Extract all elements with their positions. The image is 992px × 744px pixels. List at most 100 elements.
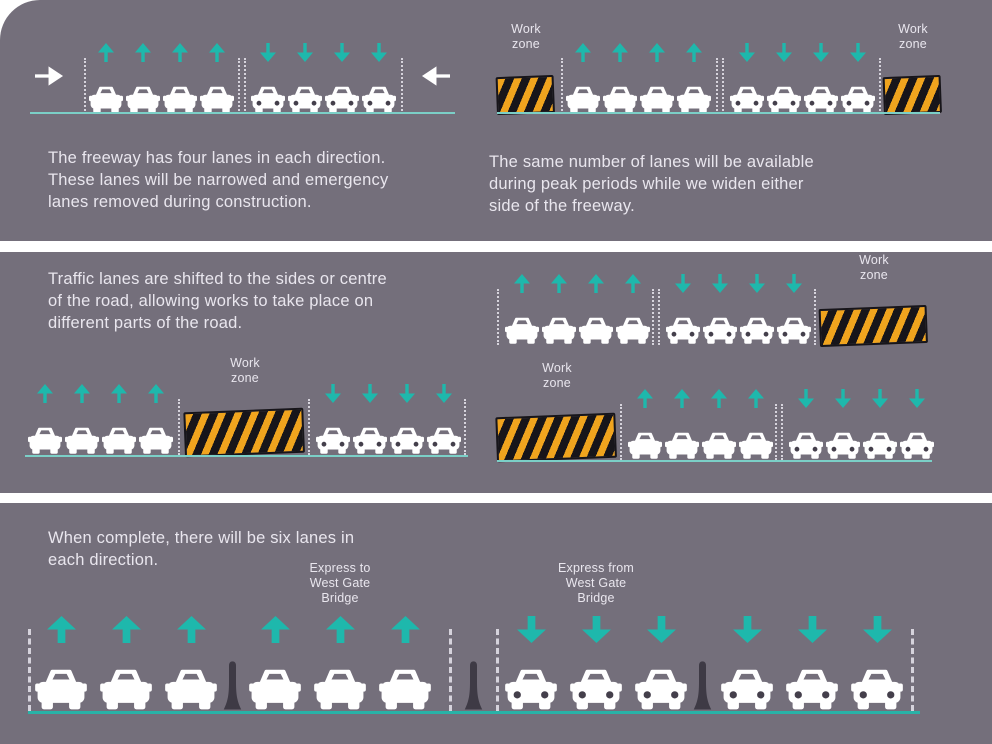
lane-divider-dashed xyxy=(911,629,914,711)
up-arrow-icon xyxy=(35,616,87,643)
down-arrow-icon xyxy=(427,384,461,403)
car-icon xyxy=(139,427,173,455)
lane-direction-arrows xyxy=(89,43,234,62)
lane-group-facing xyxy=(666,274,811,345)
up-arrow-icon xyxy=(566,43,600,62)
median-barrier-icon xyxy=(222,659,243,711)
car-icon xyxy=(28,427,62,455)
down-arrow-icon xyxy=(570,616,622,643)
direction-arrow-left-icon xyxy=(421,62,450,90)
lane-group-facing: Express from West Gate Bridge xyxy=(505,561,687,711)
work-zone: Work zone xyxy=(882,22,942,116)
down-arrow-icon xyxy=(841,43,875,62)
caption-six-lanes: When complete, there will be six lanes i… xyxy=(48,529,355,569)
up-arrow-icon xyxy=(28,384,62,403)
lane-divider-dashed xyxy=(84,58,86,114)
car-icon xyxy=(730,86,764,114)
up-arrow-icon xyxy=(702,389,736,408)
lane-divider-dashed xyxy=(28,629,31,711)
work-zone-barrier xyxy=(495,74,555,116)
lane-divider-dashed xyxy=(497,289,499,345)
work-zone: Work zone xyxy=(495,361,617,463)
lane-divider-dashed xyxy=(244,58,246,114)
down-arrow-icon xyxy=(767,43,801,62)
down-arrow-icon xyxy=(863,389,897,408)
lane-group-facing xyxy=(316,384,461,455)
work-zone-label: Work zone xyxy=(230,356,260,385)
work-zone-label: Work zone xyxy=(898,22,928,51)
down-arrow-icon xyxy=(666,274,700,293)
car-icon xyxy=(702,432,736,460)
car-icon xyxy=(739,432,773,460)
lane-group-oncoming-away xyxy=(35,616,217,711)
car-icon xyxy=(804,86,838,114)
road-line xyxy=(25,455,468,457)
diagram-centre-work-zone: Work zone xyxy=(26,356,466,458)
median-double-dashed-line xyxy=(716,58,724,114)
lane-divider-dashed xyxy=(722,58,724,114)
lane-cars xyxy=(505,669,687,711)
car-icon xyxy=(740,317,774,345)
median-barrier-icon xyxy=(463,659,484,711)
lane-cars xyxy=(89,86,234,114)
car-icon xyxy=(566,86,600,114)
lane-cars xyxy=(628,432,773,460)
lane-direction-arrows xyxy=(666,274,811,293)
car-icon xyxy=(200,86,234,114)
car-icon xyxy=(900,432,934,460)
up-arrow-icon xyxy=(102,384,136,403)
car-icon xyxy=(100,669,152,711)
lane-cars xyxy=(28,427,173,455)
lane-divider-dashed xyxy=(178,399,180,455)
up-arrow-icon xyxy=(65,384,99,403)
up-arrow-icon xyxy=(739,389,773,408)
down-arrow-icon xyxy=(390,384,424,403)
work-zone-barrier xyxy=(818,304,928,348)
car-icon xyxy=(505,317,539,345)
car-icon xyxy=(640,86,674,114)
lane-direction-arrows xyxy=(566,43,711,62)
car-icon xyxy=(65,427,99,455)
car-icon xyxy=(316,427,350,455)
lane-cars xyxy=(566,86,711,114)
up-arrow-icon xyxy=(628,389,662,408)
lane-group-oncoming-away xyxy=(566,43,711,114)
caption-same-number-lanes: The same number of lanes will be availab… xyxy=(489,153,814,215)
up-arrow-icon xyxy=(616,274,650,293)
down-arrow-icon xyxy=(505,616,557,643)
down-arrow-icon xyxy=(740,274,774,293)
road-line xyxy=(497,112,940,114)
down-arrow-icon xyxy=(316,384,350,403)
up-arrow-icon xyxy=(677,43,711,62)
caption-shifted-lanes: Traffic lanes are shifted to the sides o… xyxy=(48,270,387,332)
car-icon xyxy=(767,86,801,114)
lane-direction-arrows xyxy=(730,43,875,62)
car-icon xyxy=(390,427,424,455)
down-arrow-icon xyxy=(362,43,396,62)
road-line xyxy=(30,112,455,114)
lane-direction-arrows xyxy=(628,389,773,408)
lane-cars xyxy=(721,669,903,711)
lane-group-facing xyxy=(251,43,396,114)
down-arrow-icon xyxy=(851,616,903,643)
up-arrow-icon xyxy=(100,616,152,643)
down-arrow-icon xyxy=(789,389,823,408)
lane-cars xyxy=(251,86,396,114)
car-icon xyxy=(165,669,217,711)
car-icon xyxy=(325,86,359,114)
car-icon xyxy=(362,86,396,114)
car-icon xyxy=(863,432,897,460)
lane-direction-arrows xyxy=(505,274,650,293)
up-arrow-icon xyxy=(200,43,234,62)
lane-divider-dashed xyxy=(620,404,622,460)
down-arrow-icon xyxy=(325,43,359,62)
down-arrow-icon xyxy=(251,43,285,62)
car-icon xyxy=(427,427,461,455)
car-icon xyxy=(379,669,431,711)
car-icon xyxy=(89,86,123,114)
car-icon xyxy=(126,86,160,114)
lane-cars xyxy=(666,317,811,345)
work-zone: Work zone xyxy=(183,356,305,458)
